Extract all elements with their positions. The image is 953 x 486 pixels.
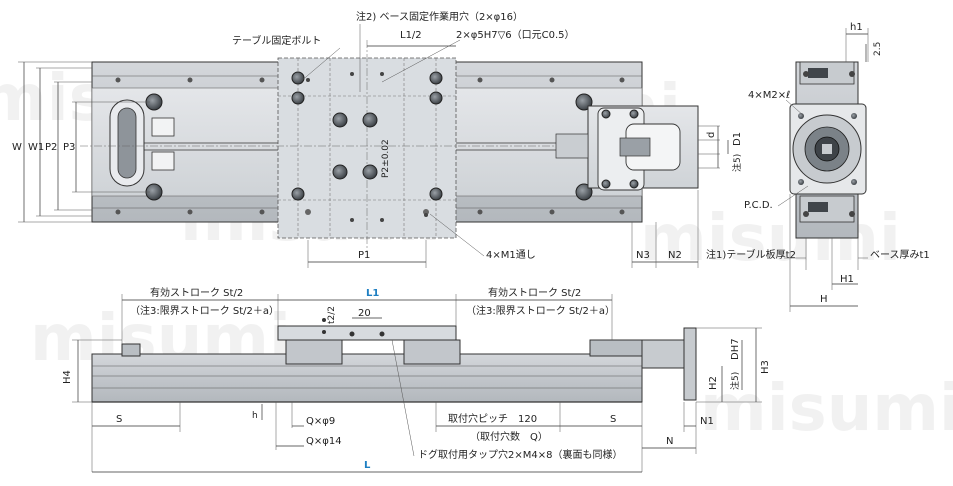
dim-l1-half: L1/2 (400, 30, 422, 41)
dim-dh7: DH7 (730, 338, 741, 360)
stroke-left-label: 有効ストローク St/2 (150, 286, 243, 299)
front-carriage-right (403, 339, 461, 365)
hole-count-label: （取付穴数 Q） (470, 430, 548, 443)
dim-q-phi14: Q×φ14 (306, 436, 342, 447)
thread-m2-label: 4×M2×ℓ (748, 90, 790, 101)
base-thickness-label: ベース厚みt1 (870, 249, 930, 261)
dowel-hole-label: 2×φ5H7▽6（口元C0.5） (456, 29, 575, 41)
thread-through-label: 4×M1通し (486, 249, 536, 261)
dim-p3: P3 (63, 142, 75, 153)
dim-p1: P1 (358, 250, 370, 261)
base-holes (115, 77, 625, 215)
dim-h2: H2 (708, 376, 719, 390)
dim-t2-half: t2/2 (327, 306, 337, 324)
limit-left-label: （注3:限界ストローク St/2＋a） (130, 304, 279, 317)
dim-l1: L1 (366, 288, 379, 299)
tap-hole-label: ドグ取付用タップ穴2×M4×8（裏面も同様） (418, 448, 622, 461)
note5-top: 注5) (731, 154, 743, 172)
dim-p2-tol: P2±0.02 (381, 139, 391, 178)
dim-l: L (364, 460, 371, 471)
front-view (91, 318, 697, 403)
dim-p2: P2 (45, 142, 57, 153)
pcd-label: P.C.D. (744, 200, 773, 211)
front-table (277, 325, 457, 341)
dim-20: 20 (358, 308, 371, 319)
dim-s-right: S (610, 414, 616, 425)
dim-n: N (666, 436, 673, 447)
dim-d: d (706, 132, 717, 138)
table-thickness-label: 注1)テーブル板厚t2 (706, 248, 796, 261)
dim-h1: h1 (850, 22, 863, 33)
dim-h1-big: H1 (840, 274, 854, 285)
limit-right-label: （注3:限界ストローク St/2＋a） (466, 304, 615, 317)
top-view (80, 40, 720, 252)
front-base (91, 353, 643, 403)
top-view-dimensions: W W1 P2 P3 注2) ベース固定作業用穴（2×φ16） テーブル固定ボル… (12, 10, 743, 268)
dim-d1: D1 (732, 132, 743, 146)
dim-q-phi9: Q×φ9 (306, 416, 335, 427)
dim-h: H (820, 294, 828, 305)
side-view: 4×M2×ℓ P.C.D. h1 2.5 注1)テーブル板厚t2 ベース厚みt1… (706, 22, 930, 312)
coupling (555, 133, 589, 159)
watermark-text: misumi (640, 202, 901, 276)
note5-front: 注5) (729, 372, 741, 390)
table-bolt-label: テーブル固定ボルト (232, 34, 321, 47)
front-view-dimensions: L1 有効ストローク St/2 （注3:限界ストローク St/2＋a） 有効スト… (62, 286, 771, 473)
dim-w: W (12, 142, 22, 153)
dim-h4: H4 (62, 370, 73, 384)
dim-h3: H3 (760, 360, 771, 374)
dim-h-small: h (252, 411, 258, 421)
stroke-right-label: 有効ストローク St/2 (488, 286, 581, 299)
table-bolts (291, 71, 443, 222)
front-carriage-left (285, 339, 343, 365)
note-base-hole: 注2) ベース固定作業用穴（2×φ16） (356, 10, 523, 23)
motor-flange-front (683, 327, 697, 401)
pitch-label: 取付穴ピッチ 120 (448, 412, 537, 425)
dim-w1: W1 (28, 142, 44, 153)
dim-n3: N3 (636, 250, 650, 261)
dim-n2: N2 (668, 250, 682, 261)
dim-n1: N1 (700, 416, 714, 427)
dim-s-left: S (116, 414, 122, 425)
dim-2-5: 2.5 (873, 42, 883, 56)
